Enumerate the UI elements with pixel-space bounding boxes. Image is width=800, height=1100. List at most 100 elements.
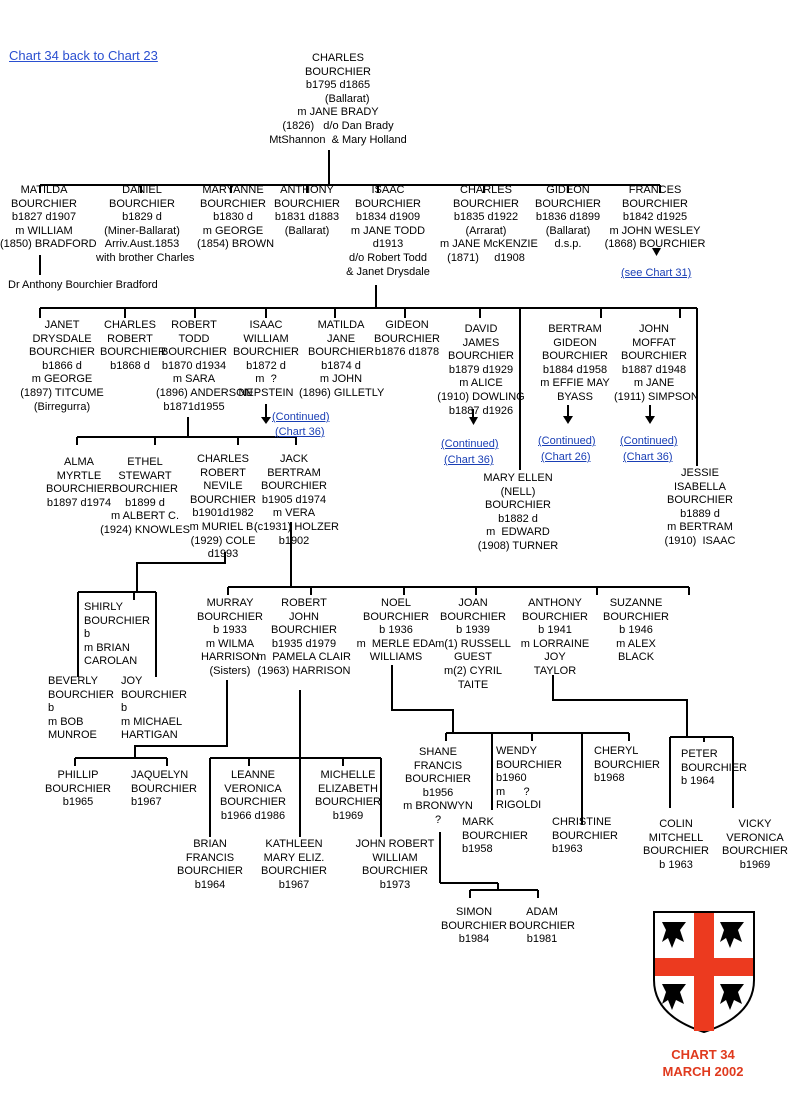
person-line: BOURCHIER bbox=[314, 796, 381, 809]
connector bbox=[227, 522, 690, 595]
person-line: b 1964 bbox=[681, 775, 715, 788]
person-line: BOURCHIER bbox=[10, 197, 77, 210]
person-line: BOURCHIER bbox=[452, 197, 519, 210]
continued-link[interactable]: (Continued) bbox=[538, 435, 596, 447]
person-line: ALMA bbox=[64, 456, 94, 468]
person-line: JOAN bbox=[458, 597, 488, 609]
person-line: MOFFAT bbox=[632, 336, 676, 349]
person-line: BOURCHIER bbox=[602, 610, 669, 623]
person-line: CHARLES bbox=[197, 453, 249, 465]
person-line: JOHN bbox=[639, 323, 669, 335]
person-line: b1795 d1865 bbox=[305, 79, 371, 92]
person-line: b1829 d bbox=[122, 211, 162, 224]
person-line: m ALBERT C. bbox=[110, 510, 180, 523]
arrow-down-icon bbox=[652, 248, 661, 256]
person-line: BOURCHIER bbox=[189, 493, 256, 506]
arrow-down-icon bbox=[261, 417, 271, 424]
person-line: HARTIGAN bbox=[121, 729, 178, 742]
person-line: DAVID bbox=[464, 323, 498, 335]
person-line: NOEL bbox=[381, 597, 411, 609]
person-line: GUEST bbox=[454, 651, 492, 664]
person-line: m JANE TODD bbox=[350, 224, 426, 237]
person-line: b1874 d bbox=[321, 359, 361, 372]
person-line: MARY ELLEN bbox=[483, 472, 553, 484]
person-line: MYRTLE bbox=[56, 469, 102, 482]
person-line: JANET bbox=[44, 319, 80, 331]
person-line: b1966 d1986 bbox=[220, 809, 286, 822]
person-line: BOURCHIER bbox=[260, 480, 327, 493]
person-line: b1866 d bbox=[42, 359, 82, 372]
person-line: BOURCHIER bbox=[447, 350, 514, 363]
person-line: SUZANNE bbox=[609, 597, 663, 609]
person-line: MARYANNE bbox=[202, 184, 264, 196]
person-line: b1831 d1883 bbox=[274, 211, 340, 224]
person-line: m BRONWYN bbox=[403, 800, 473, 813]
person-line: b1968 bbox=[594, 772, 625, 785]
person-line: JOHN ROBERT bbox=[355, 838, 435, 850]
person-line: MICHELLE bbox=[320, 769, 376, 781]
person-line: b1836 d1899 bbox=[535, 211, 601, 224]
person-line: (c1931) HOLZER bbox=[254, 520, 339, 533]
person-line: (1896) ANDERSON bbox=[156, 386, 253, 399]
person-line: ROBERT bbox=[107, 332, 153, 345]
person-line: BOURCHIER bbox=[354, 197, 421, 210]
person-line: DRYSDALE bbox=[32, 332, 92, 345]
person-line: BOURCHIER bbox=[508, 919, 575, 932]
person-line: BOURCHIER bbox=[462, 829, 529, 842]
person-line: DANIEL bbox=[122, 184, 162, 196]
connector bbox=[76, 417, 297, 445]
person-line: m JANE McKENZIE bbox=[440, 238, 538, 251]
person-line: JOY bbox=[544, 651, 566, 664]
person-line: MITCHELL bbox=[648, 831, 704, 844]
person-line: VERONICA bbox=[224, 782, 282, 795]
person-line: BOURCHIER bbox=[361, 865, 428, 878]
person-line: JAQUELYN bbox=[131, 769, 189, 781]
chart-36-link[interactable]: (Chart 36) bbox=[275, 426, 325, 438]
continued-link[interactable]: (Continued) bbox=[441, 438, 499, 450]
person-line: b1897 d1974 bbox=[46, 496, 112, 509]
person-line: (1963) HARRISON bbox=[257, 664, 351, 677]
person-line: m GEORGE bbox=[31, 373, 93, 386]
see-chart-31-link[interactable]: (see Chart 31) bbox=[621, 267, 692, 279]
back-to-chart-23-link[interactable]: Chart 34 back to Chart 23 bbox=[9, 48, 158, 63]
chart-26-link[interactable]: (Chart 26) bbox=[541, 451, 591, 463]
person-line: KATHLEEN bbox=[265, 838, 323, 850]
person-line: & Janet Drysdale bbox=[346, 265, 430, 278]
person-line: b1827 d1907 bbox=[11, 211, 77, 224]
person-line: CHARLES bbox=[104, 319, 156, 331]
chart-36-link[interactable]: (Chart 36) bbox=[444, 454, 494, 466]
person-line: m MURIEL B. bbox=[189, 520, 257, 533]
person-line: (1910) DOWLING bbox=[437, 390, 525, 403]
person-line: MATILDA bbox=[317, 319, 365, 331]
person-line: (Ballarat) bbox=[284, 224, 330, 237]
person-line: b1879 d1929 bbox=[448, 363, 514, 376]
person-line: m(1) RUSSELL bbox=[435, 637, 511, 650]
person-line: m PAMELA CLAIR bbox=[257, 651, 351, 664]
continued-link[interactable]: (Continued) bbox=[272, 411, 330, 423]
person-line: b1905 d1974 bbox=[261, 493, 327, 506]
chart-36-link[interactable]: (Chart 36) bbox=[623, 451, 673, 463]
coat-of-arms-icon bbox=[653, 911, 755, 1034]
continued-link[interactable]: (Continued) bbox=[620, 435, 678, 447]
